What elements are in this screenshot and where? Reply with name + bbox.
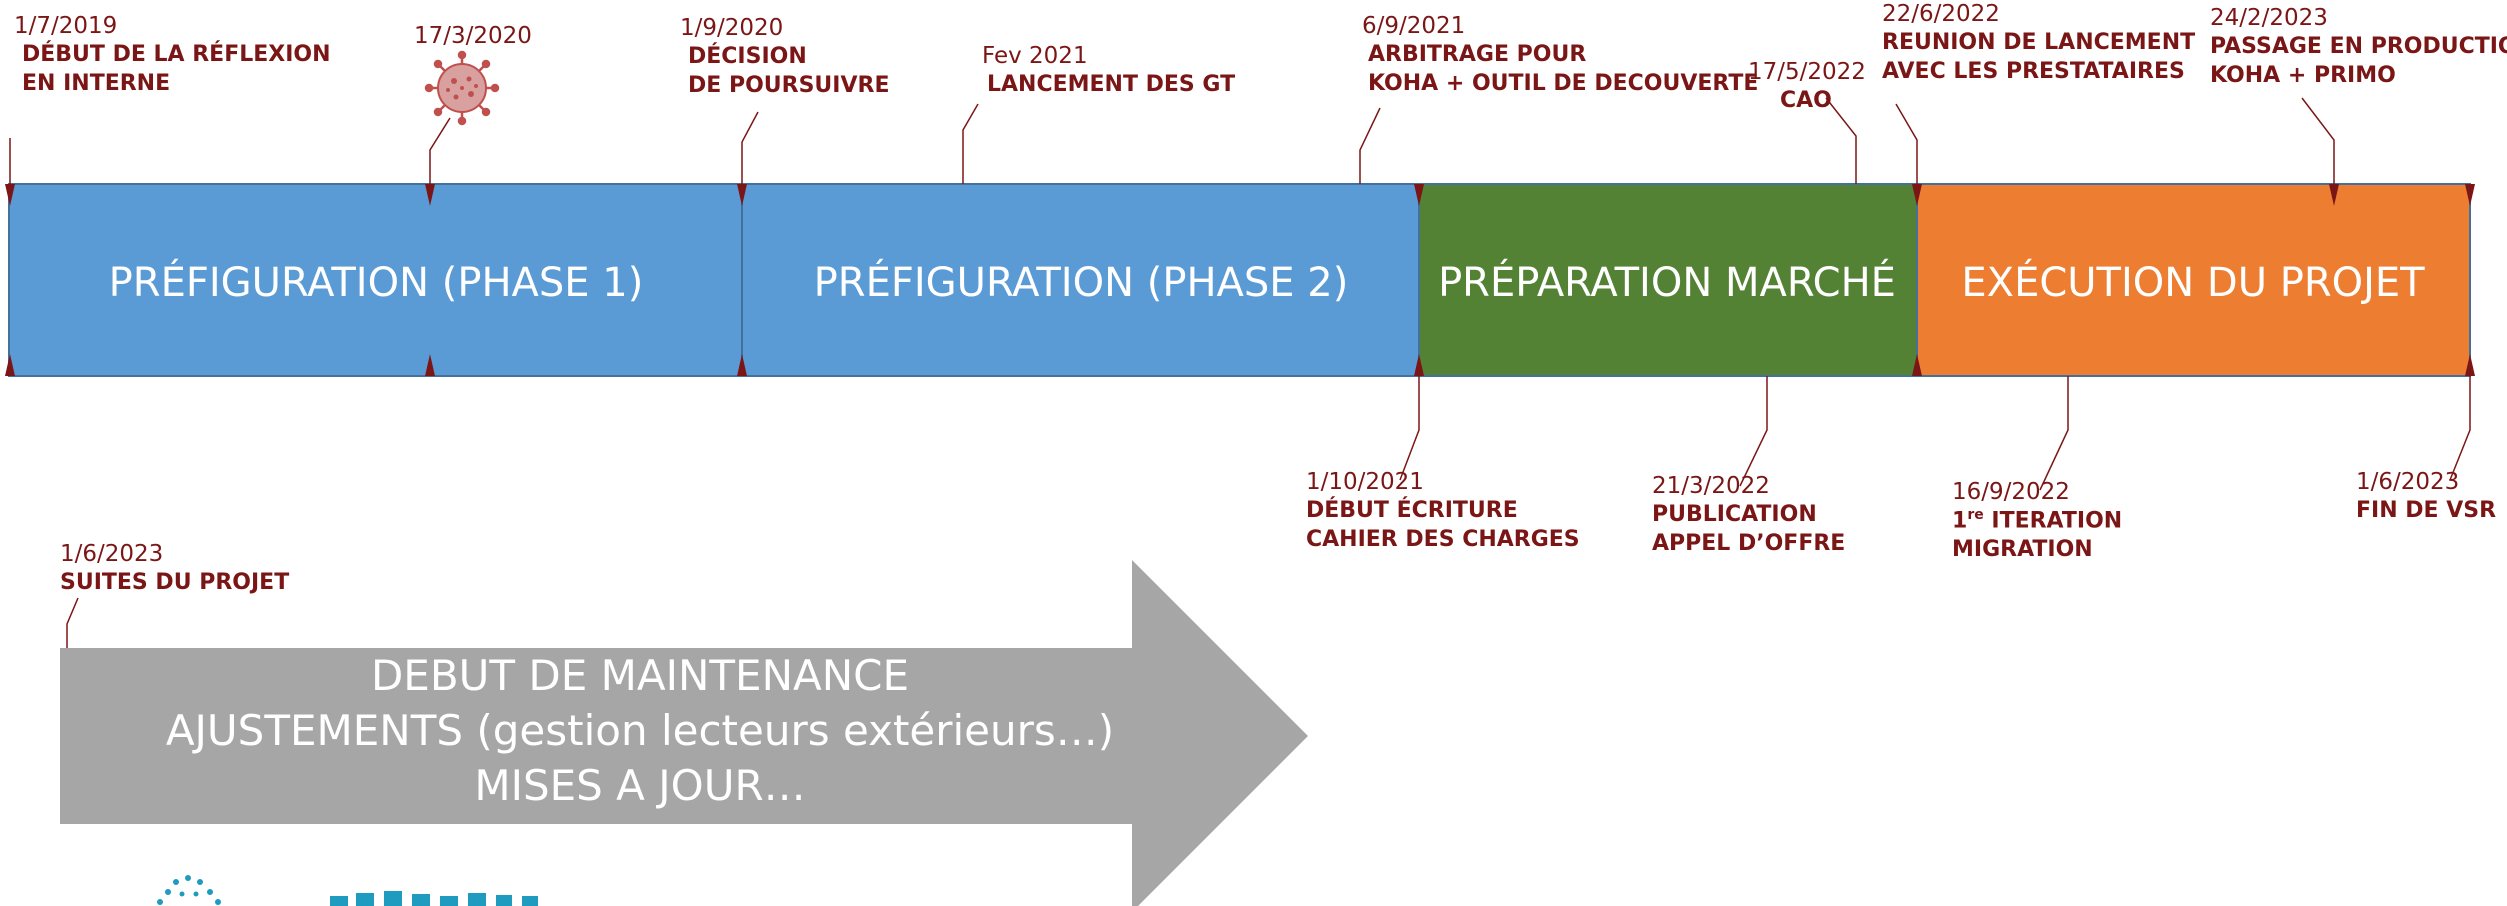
leader-line: [1359, 107, 1381, 184]
milestone-label: MIGRATION: [1952, 536, 2093, 562]
milestone-date: 22/6/2022: [1882, 1, 2000, 27]
marker-top: [425, 184, 435, 206]
milestone-label: PUBLICATION: [1652, 502, 1817, 528]
phase-bar-2: [741, 183, 1420, 377]
milestone-date: 1/10/2021: [1306, 469, 1424, 495]
followup-arrow: [60, 560, 1308, 906]
leader-line: [1399, 376, 1420, 481]
leader-line: [66, 597, 79, 648]
edge-markers: [5, 184, 2475, 822]
milestone-label: DÉCISION: [688, 44, 807, 70]
milestone-date: 1/9/2020: [680, 15, 784, 41]
leader-line: [962, 103, 979, 184]
leader-line: [2039, 376, 2069, 491]
marker-top: [5, 184, 15, 206]
marker-top: [737, 184, 747, 206]
milestone-label: DE POURSUIVRE: [688, 72, 890, 98]
milestone-top-8: 24/2/2023 PASSAGE EN PRODUCTION KOHA + P…: [2210, 4, 2507, 90]
leader-line: [2449, 376, 2471, 481]
marker-bottom: [1414, 354, 1424, 376]
milestone-top-5: 6/9/2021 ARBITRAGE POUR KOHA + OUTIL DE …: [1362, 12, 1758, 98]
milestone-date: 1/6/2023: [2356, 469, 2460, 495]
milestone-label: ARBITRAGE POUR: [1368, 42, 1587, 68]
milestone-date: 1/7/2019: [14, 13, 118, 39]
milestone-label: DÉBUT ÉCRITURE: [1306, 498, 1518, 524]
milestone-bottom-3: 16/9/2022 1re ITERATION MIGRATION: [1952, 478, 2122, 564]
leader-line: [2301, 97, 2335, 184]
marker-bottom: [1912, 354, 1922, 376]
phase-label-3: PRÉPARATION MARCHÉ: [1438, 258, 1896, 306]
milestone-label: KOHA + PRIMO: [2210, 62, 2396, 88]
marker-bottom: [737, 354, 747, 376]
milestone-label: LANCEMENT DES GT: [987, 72, 1236, 98]
milestone-date: 21/3/2022: [1652, 473, 1770, 499]
arrow-line-1: DEBUT DE MAINTENANCE: [370, 651, 910, 700]
leader-line: [1825, 97, 1857, 184]
milestone-top-2: 17/3/2020: [414, 22, 532, 51]
phase-label-1: PRÉFIGURATION (PHASE 1): [109, 258, 644, 306]
milestone-label: CAO: [1780, 88, 1832, 114]
leader-line: [1895, 103, 1918, 184]
milestone-date: 17/3/2020: [414, 23, 532, 49]
marker-bottom: [2465, 354, 2475, 376]
phase-label-2: PRÉFIGURATION (PHASE 2): [814, 258, 1349, 306]
marker-top: [1414, 184, 1424, 206]
milestone-date: 24/2/2023: [2210, 5, 2328, 31]
followup-date: 1/6/2023: [60, 541, 164, 567]
milestone-label: KOHA + OUTIL DE DECOUVERTE: [1368, 70, 1759, 96]
milestone-top-7: 22/6/2022 REUNION DE LANCEMENT AVEC LES …: [1882, 0, 2195, 86]
followup-milestone: 1/6/2023 SUITES DU PROJET: [60, 540, 289, 598]
phase-bar-3: [1418, 183, 1918, 377]
milestone-label: 1re ITERATION: [1952, 507, 2122, 535]
milestone-label: CAHIER DES CHARGES: [1306, 526, 1580, 552]
followup-label: SUITES DU PROJET: [60, 570, 290, 596]
milestone-label-text: ITERATION: [1991, 508, 2123, 534]
arrow-line-2: AJUSTEMENTS (gestion lecteurs extérieurs…: [165, 706, 1115, 755]
leader-line: [1739, 376, 1768, 487]
milestone-date: 16/9/2022: [1952, 479, 2070, 505]
marker-bottom: [425, 354, 435, 376]
leader-line: [741, 111, 759, 184]
milestone-label: AVEC LES PRESTATAIRES: [1882, 58, 2185, 84]
marker-top: [2465, 184, 2475, 206]
marker-top: [2329, 184, 2339, 206]
milestone-label: APPEL D’OFFRE: [1652, 530, 1846, 556]
milestone-top-3: 1/9/2020 DÉCISION DE POURSUIVRE: [680, 14, 889, 100]
arrow-line-3: MISES A JOUR…: [474, 761, 806, 810]
followup-arrow-text: DEBUT DE MAINTENANCE AJUSTEMENTS (gestio…: [60, 648, 1220, 813]
milestone-bottom-1: 1/10/2021 DÉBUT ÉCRITURE CAHIER DES CHAR…: [1306, 468, 1580, 554]
milestone-label: REUNION DE LANCEMENT: [1882, 30, 2196, 56]
milestone-label: FIN DE VSR: [2356, 498, 2497, 524]
logo-icon: [157, 875, 538, 906]
milestone-label: EN INTERNE: [22, 70, 171, 96]
milestone-top-1: 1/7/2019 DÉBUT DE LA RÉFLEXION EN INTERN…: [14, 12, 331, 98]
milestone-top-6: 17/5/2022 CAO: [1748, 58, 1866, 116]
milestone-date: 17/5/2022: [1748, 59, 1866, 85]
milestone-label: PASSAGE EN PRODUCTION: [2210, 34, 2507, 60]
milestone-bottom-4: 1/6/2023 FIN DE VSR: [2356, 468, 2496, 526]
milestone-date: 6/9/2021: [1362, 13, 1466, 39]
ordinal-number: 1: [1952, 508, 1968, 534]
coronavirus-icon: [424, 50, 500, 126]
leader-line: [429, 117, 451, 184]
phase-label-4: EXÉCUTION DU PROJET: [1961, 258, 2425, 306]
phase-bar-4: [1916, 183, 2471, 377]
milestone-top-4: Fev 2021 LANCEMENT DES GT: [982, 42, 1235, 100]
milestone-bottom-2: 21/3/2022 PUBLICATION APPEL D’OFFRE: [1652, 472, 1845, 558]
leader-lines: [9, 97, 2471, 648]
phase-bar-1: [8, 183, 743, 377]
milestone-date: Fev 2021: [982, 43, 1088, 69]
ordinal-suffix: re: [1967, 507, 1984, 524]
marker-top: [1912, 184, 1922, 206]
marker-bottom: [5, 354, 15, 376]
milestone-label: DÉBUT DE LA RÉFLEXION: [22, 42, 331, 68]
